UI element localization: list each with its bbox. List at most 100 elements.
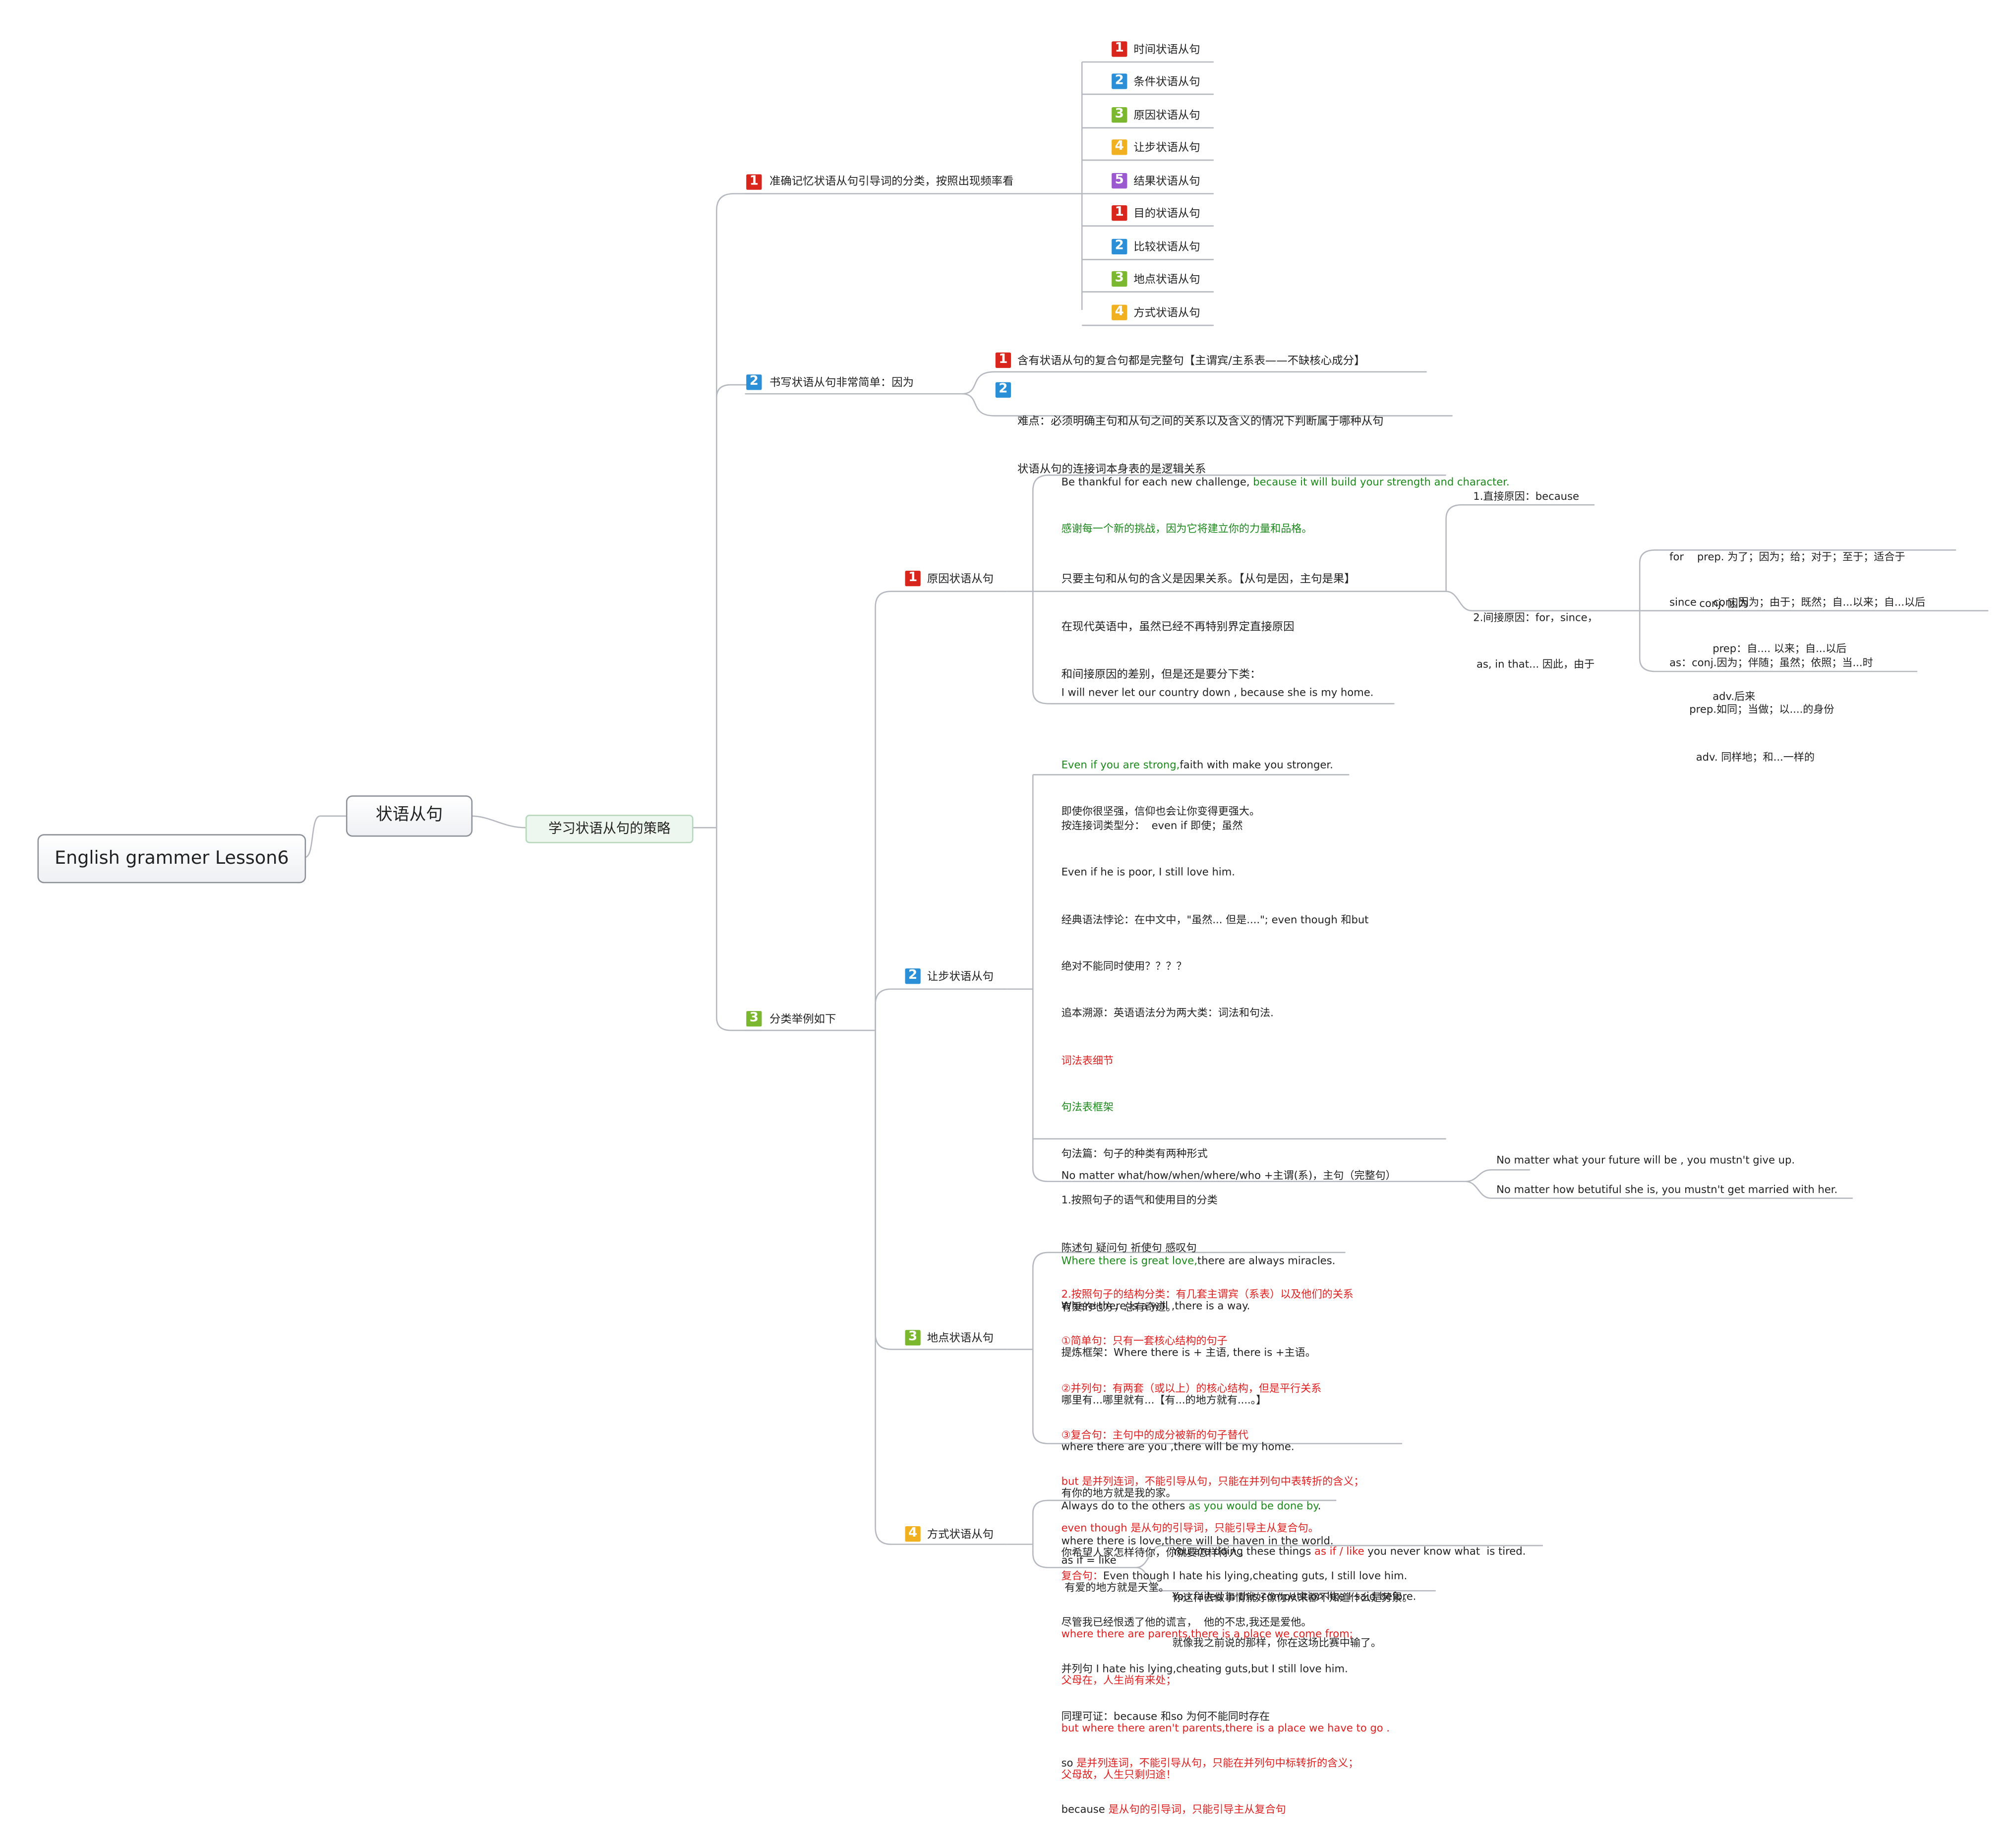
- note-line: but 是并列连词，不能引导从句，只能在并列句中表转折的含义；: [1061, 1475, 1364, 1488]
- text-line: 状语从句的连接词本身表的是逻辑关系: [1017, 463, 1206, 477]
- priority-1-icon: 1: [905, 571, 921, 587]
- indirect-reason[interactable]: 2.间接原因：for，since， as, in that... 因此，由于: [1473, 579, 1597, 704]
- note-line: Where there is a will ,there is a way.: [1061, 1299, 1250, 1312]
- as-if-example[interactable]: You failed in this competition like I sa…: [1173, 1557, 1417, 1682]
- example-cn: 就像我之前说的那样，你在这场比赛中输了。: [1172, 1636, 1382, 1650]
- example-en: You are doing these things as if / like …: [1173, 1543, 1526, 1558]
- text-line: 和间接原因的差别，但是还是要分下类：: [1061, 669, 1261, 682]
- clause-type-item[interactable]: 目的状语从句: [1133, 208, 1200, 221]
- example-en-highlight: because it will build your strength and …: [1253, 475, 1510, 488]
- note-line: where there are you ,there will be my ho…: [1061, 1439, 1295, 1453]
- example-en-part: faith with make you stronger.: [1180, 758, 1333, 772]
- strategy-topic[interactable]: 学习状语从句的策略: [525, 815, 694, 843]
- reason-example-2[interactable]: I will never let our country down , beca…: [1061, 685, 1374, 699]
- note-line: 2.按照句子的结构分类：有几套主谓宾（系表）以及他们的关系: [1061, 1287, 1354, 1301]
- note-line: 1.按照句子的语气和使用目的分类: [1061, 1193, 1218, 1207]
- priority-2-icon: 2: [1112, 73, 1127, 89]
- priority-5-icon: 5: [1112, 173, 1127, 189]
- place-clause-topic[interactable]: 地点状语从句: [927, 1332, 994, 1346]
- text-line: 难点：必须明确主句和从句之间的关系以及含义的情况下判断属于哪种从句: [1017, 416, 1384, 429]
- priority-3-icon: 3: [905, 1330, 921, 1346]
- manner-example-1[interactable]: Always do to the others as you would be …: [1062, 1467, 1321, 1592]
- priority-3-icon: 3: [1112, 107, 1127, 123]
- note-line: 哪里有...哪里就有...【有...的地方就有....。】: [1061, 1393, 1267, 1406]
- priority-1-icon: 1: [1112, 205, 1127, 221]
- priority-4-icon: 4: [1112, 139, 1127, 155]
- example-en: Always do to the others as you would be …: [1062, 1498, 1321, 1513]
- clause-type-item[interactable]: 条件状语从句: [1133, 76, 1200, 89]
- place-example-1[interactable]: Where there is great love,there are alwa…: [1062, 1221, 1336, 1346]
- clause-type-item[interactable]: 比较状语从句: [1133, 241, 1200, 255]
- as-definition[interactable]: as：conj.因为；伴随；虽然；依照；当...时 prep.如同；当做；以..…: [1669, 624, 1873, 795]
- example-en: You failed in this competition like I sa…: [1172, 1590, 1417, 1603]
- since-definition[interactable]: since conj.因为；由于；既然；自...以来；自...以后 prep：自…: [1669, 563, 1925, 734]
- example-en-part: you never know what is tired.: [1364, 1544, 1526, 1558]
- strategy-topic-label: 学习状语从句的策略: [548, 821, 671, 837]
- concession-example-1[interactable]: Even if you are strong,faith with make y…: [1062, 726, 1333, 851]
- note-line: 追本溯源：英语语法分为两大类：词法和句法.: [1061, 1006, 1274, 1019]
- for-definition[interactable]: for prep. 为了；因为；给；对于；至于；适合于 conj. 因为: [1669, 518, 1905, 643]
- no-matter-structure[interactable]: No matter what/how/when/where/who +主谓(系)…: [1061, 1168, 1396, 1182]
- text-line: as, in that... 因此，由于: [1473, 657, 1595, 671]
- note-line: 父母故，人生只剩归途！: [1061, 1768, 1177, 1781]
- no-matter-example[interactable]: No matter what your future will be , you…: [1496, 1153, 1795, 1166]
- main-topic-label: 状语从句: [375, 805, 443, 826]
- note-line: 复合句：Even though I hate his lying,cheatin…: [1062, 1567, 1408, 1583]
- branch2-label: 书写状语从句非常简单：因为: [769, 377, 914, 390]
- example-en: Where there is great love,there are alwa…: [1062, 1252, 1336, 1268]
- example-cn: 你这样去做事情就好像你从来都不知道什么是劳累。: [1172, 1591, 1413, 1605]
- priority-2-icon: 2: [1112, 238, 1127, 255]
- text-line: conj. 因为: [1669, 597, 1749, 610]
- clause-type-item[interactable]: 方式状语从句: [1133, 307, 1200, 320]
- text-line: 在现代英语中，虽然已经不再特别界定直接原因: [1061, 621, 1295, 634]
- connector-lines: [304, 61, 1989, 1592]
- priority-1-icon: 1: [995, 352, 1011, 368]
- branch2-item-difficulty[interactable]: 难点：必须明确主句和从句之间的关系以及含义的情况下判断属于哪种从句 状语从句的连…: [1017, 382, 1384, 510]
- example-cn: 有爱的地方，总有奇迹。: [1061, 1301, 1177, 1314]
- branch1-topic[interactable]: 准确记忆状语从句引导词的分类，按照出现频率看: [769, 175, 1013, 190]
- reason-example-1[interactable]: Be thankful for each new challenge, beca…: [1062, 443, 1510, 568]
- note-line: 句法表框架: [1061, 1100, 1114, 1113]
- text-line: as：conj.因为；伴随；虽然；依照；当...时: [1669, 656, 1873, 669]
- example-cn: 你希望人家怎样待你，你就要怎样待人。: [1061, 1546, 1249, 1559]
- example-en-highlight: as if / like: [1314, 1544, 1364, 1558]
- branch2-item-complete-sentence[interactable]: 含有状语从句的复合句都是完整句【主谓宾/主系表——不缺核心成分】: [1017, 355, 1365, 368]
- text-line: adv.后来: [1669, 689, 1756, 702]
- priority-4-icon: 4: [1112, 304, 1127, 320]
- clause-type-item[interactable]: 让步状语从句: [1133, 142, 1200, 155]
- example-en-highlight: Even if you are strong,: [1061, 758, 1180, 772]
- as-if-node[interactable]: as if = like: [1061, 1553, 1117, 1566]
- note-line: 提炼框架：Where there is + 主语, there is +主语。: [1061, 1346, 1316, 1359]
- text-line: since conj.因为；由于；既然；自...以来；自...以后: [1669, 595, 1926, 609]
- note-highlight: 复合句：: [1061, 1568, 1103, 1582]
- clause-type-item[interactable]: 结果状语从句: [1133, 176, 1200, 189]
- as-if-example[interactable]: You are doing these things as if / like …: [1173, 1512, 1526, 1637]
- clause-type-item[interactable]: 时间状语从句: [1133, 44, 1200, 57]
- reason-clause-topic[interactable]: 原因状语从句: [927, 573, 994, 587]
- branch3-topic[interactable]: 分类举例如下: [769, 1013, 836, 1028]
- no-matter-example[interactable]: No matter how betutiful she is, you must…: [1496, 1183, 1838, 1196]
- manner-clause-topic[interactable]: 方式状语从句: [927, 1529, 994, 1542]
- example-en-part: Be thankful for each new challenge,: [1061, 475, 1253, 488]
- note-line: 有爱的地方就是天堂。: [1061, 1580, 1170, 1594]
- note-line: 按连接词类型分： even if 即使；虽然: [1061, 819, 1243, 832]
- example-en-part: You are doing these things: [1172, 1544, 1315, 1558]
- example-en-part: Always do to the others: [1061, 1499, 1189, 1512]
- note-line: where there is love,there will be haven …: [1061, 1533, 1334, 1547]
- priority-1-icon: 1: [746, 174, 762, 190]
- priority-1-icon: 1: [1112, 41, 1127, 57]
- priority-2-icon: 2: [746, 374, 762, 390]
- example-en-part: there are always miracles.: [1197, 1254, 1336, 1267]
- clause-type-item[interactable]: 地点状语从句: [1133, 274, 1200, 287]
- concession-clause-topic[interactable]: 让步状语从句: [927, 971, 994, 984]
- branch2-topic[interactable]: 书写状语从句非常简单：因为: [769, 376, 914, 392]
- note-line: 句法篇：句子的种类有两种形式: [1061, 1146, 1208, 1160]
- text-line: adv. 同样地；和...一样的: [1669, 750, 1815, 763]
- reason-explanation[interactable]: 只要主句和从句的含义是因果关系。【从句是因，主句是果】 在现代英语中，虽然已经不…: [1062, 540, 1356, 716]
- clause-type-item[interactable]: 原因状语从句: [1133, 110, 1200, 123]
- text-line: prep.如同；当做；以....的身份: [1669, 703, 1834, 716]
- direct-reason[interactable]: 1.直接原因：because: [1473, 489, 1579, 502]
- note-part: Even though I hate his lying,cheating gu…: [1103, 1568, 1408, 1582]
- main-topic[interactable]: 状语从句: [346, 795, 473, 837]
- root-topic[interactable]: English grammer Lesson6: [37, 834, 306, 884]
